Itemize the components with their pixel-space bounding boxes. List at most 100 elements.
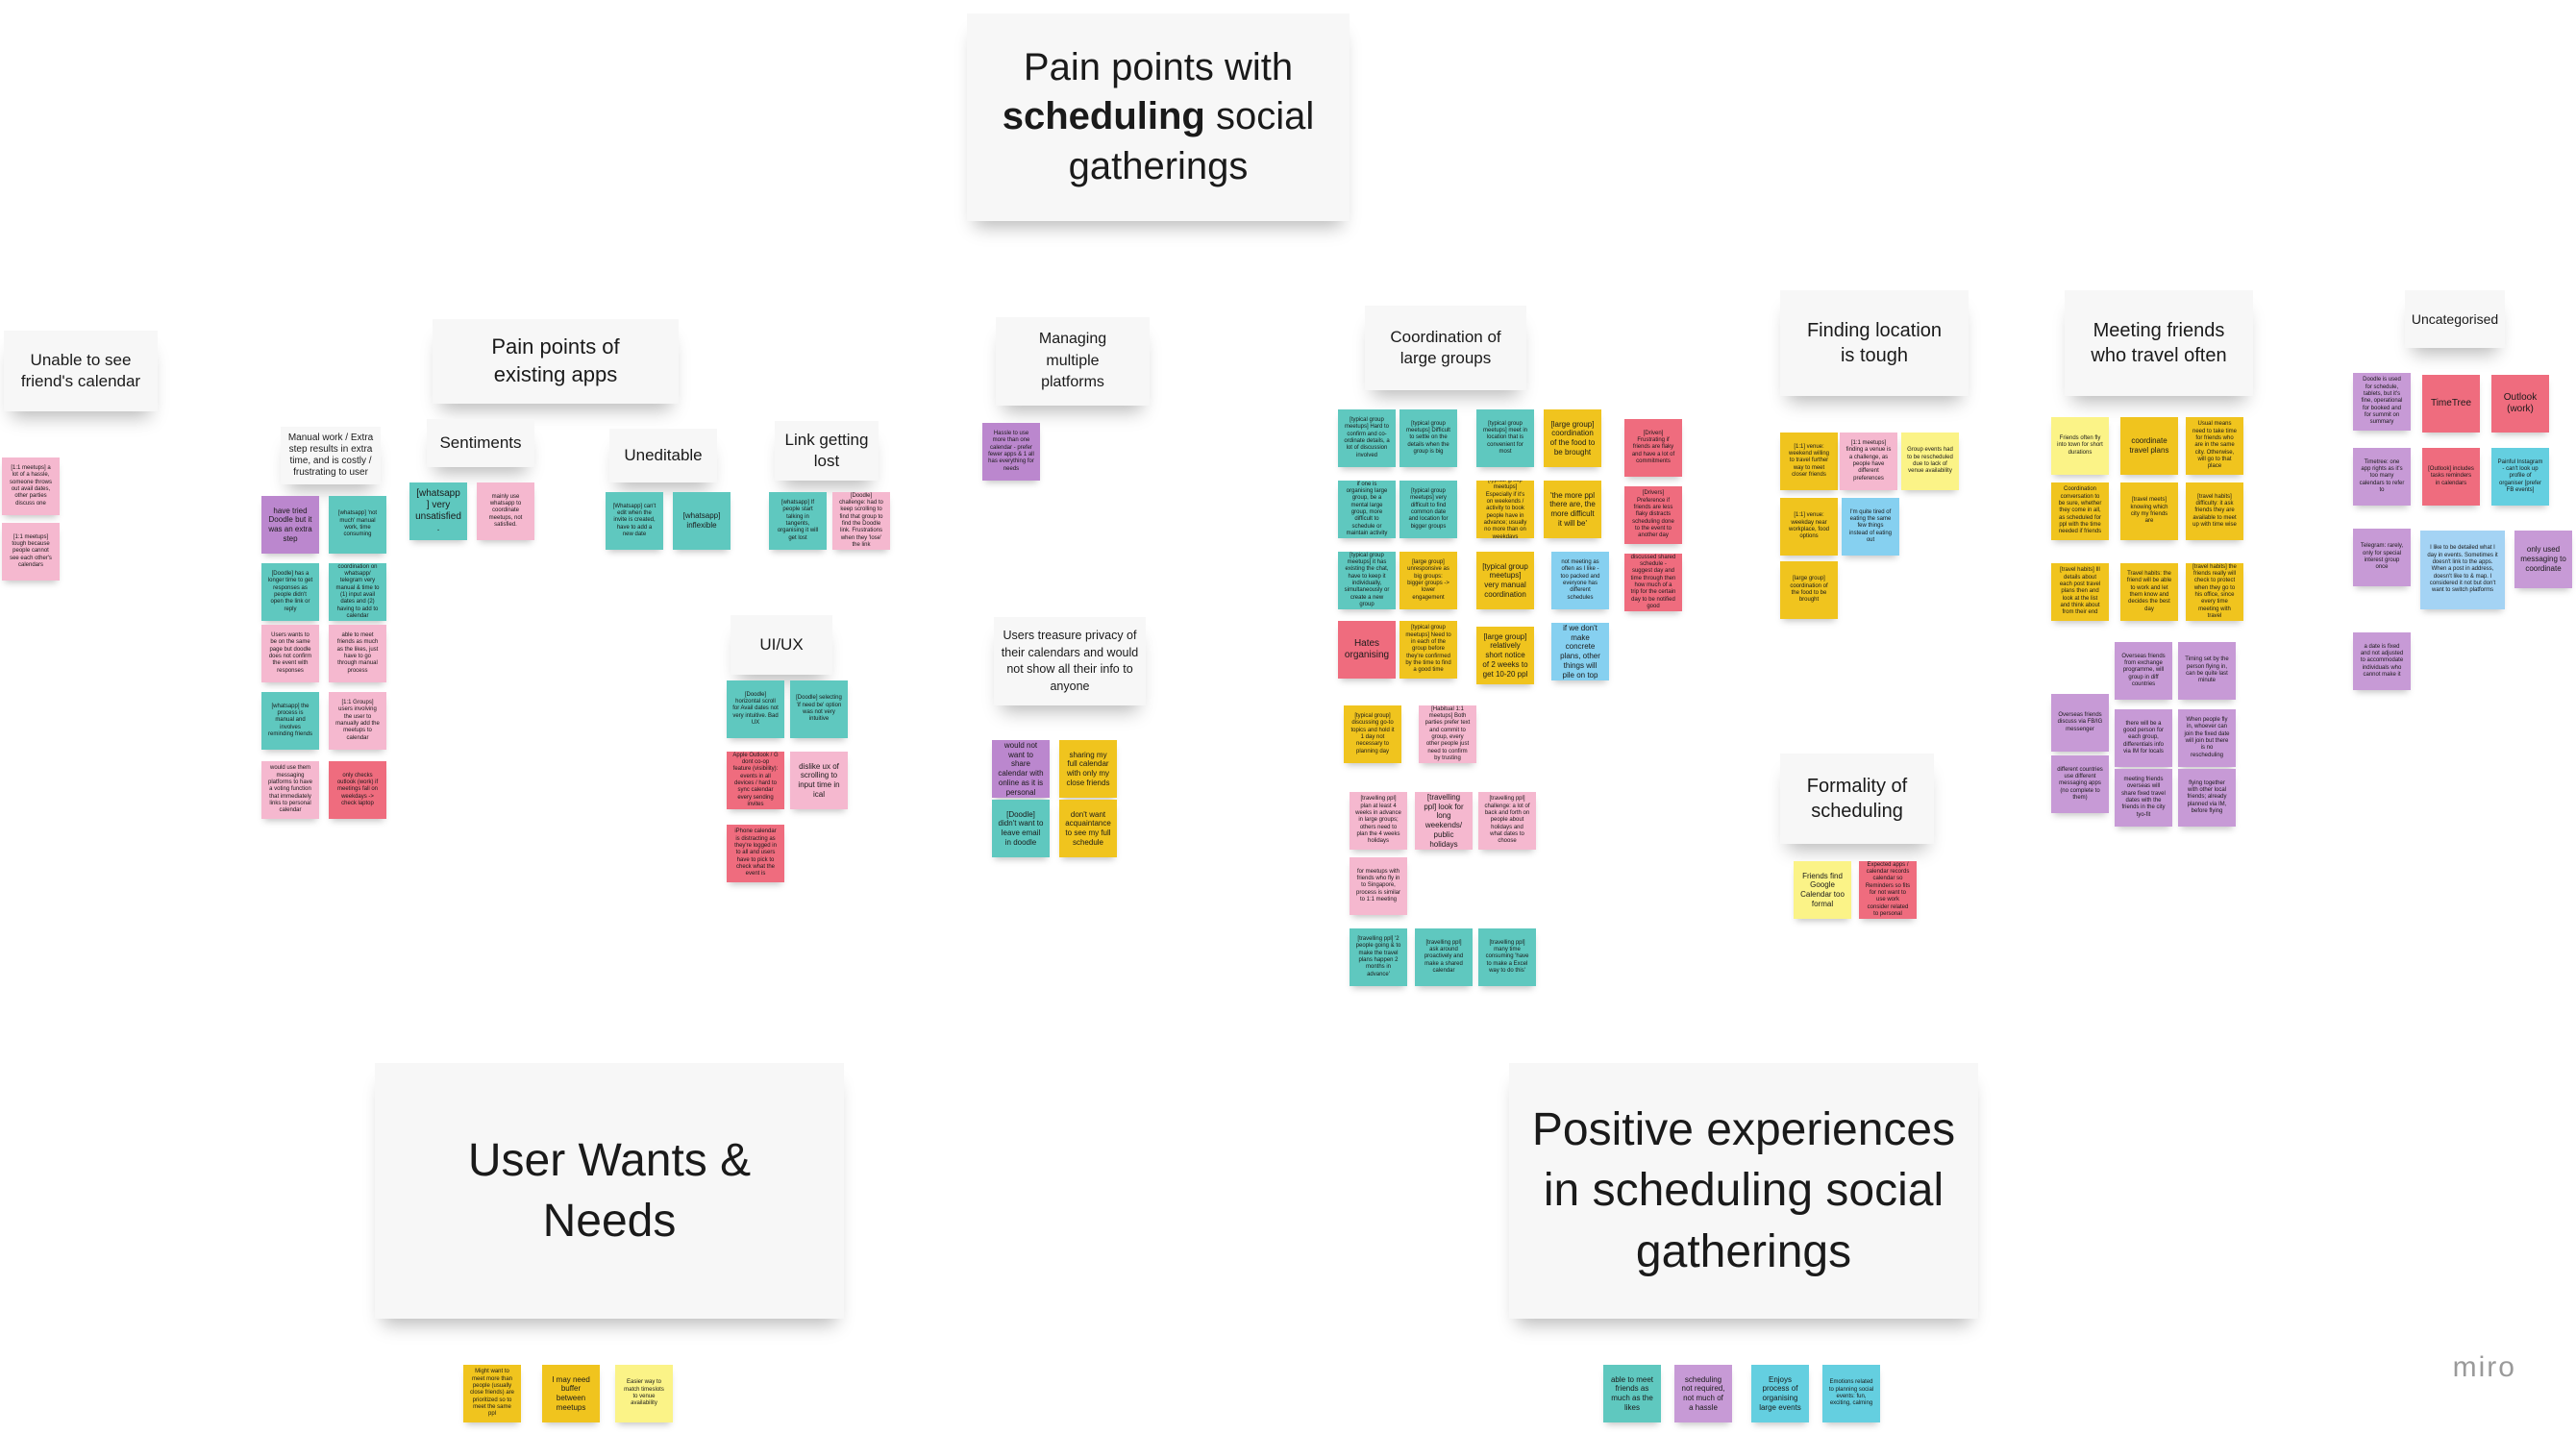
sticky-note[interactable]: [travelling ppl] look for long weekends/… [1415, 792, 1473, 850]
sticky-note[interactable]: Friends find Google Calendar too formal [1794, 861, 1851, 919]
header-travel-often[interactable]: Meeting friends who travel often [2065, 290, 2253, 396]
sticky-note[interactable]: [1:1] venue: weekday near workplace, foo… [1780, 498, 1838, 556]
sticky-note[interactable]: Travel habits: the friend will be able t… [2120, 563, 2178, 621]
sticky-note[interactable]: [travel habits] difficulty: it ask frien… [2186, 482, 2243, 540]
sticky-note[interactable]: if we don't make concrete plans, other t… [1551, 623, 1609, 680]
sticky-note[interactable]: [large group] coordination of the food t… [1780, 561, 1838, 619]
sticky-note[interactable]: TimeTree [2422, 375, 2480, 433]
main-title-card[interactable]: Pain points with scheduling social gathe… [967, 13, 1350, 221]
sticky-note[interactable]: [whatsapp] inflexible [673, 492, 731, 550]
sticky-note[interactable]: only used messaging to coordinate [2514, 531, 2572, 588]
sticky-note[interactable]: [Driven] Frustrating if friends are flak… [1624, 419, 1682, 477]
sticky-note[interactable]: [Doodle] horizontal scroll for Avail dat… [727, 680, 784, 738]
sticky-note[interactable]: I may need buffer between meetups [542, 1365, 600, 1422]
sticky-note[interactable]: [typical group] discussing go-to topics … [1344, 705, 1401, 763]
header-user-wants[interactable]: User Wants & Needs [375, 1063, 844, 1319]
sticky-note[interactable]: [large group] relatively short notice of… [1476, 627, 1534, 684]
sticky-note[interactable]: not meeting as often as I like - too pac… [1551, 552, 1609, 609]
header-sentiments[interactable]: Sentiments [427, 419, 534, 467]
sticky-note[interactable]: [Doodle] selecting 'if need be' option w… [790, 680, 848, 738]
header-privacy[interactable]: Users treasure privacy of their calendar… [994, 617, 1146, 705]
sticky-note[interactable]: for meetups with friends who fly in to S… [1350, 857, 1407, 915]
sticky-note[interactable]: [typical group meetups] Especially if it… [1476, 481, 1534, 538]
sticky-note[interactable]: dislike ux of scrolling to input time in… [790, 752, 848, 809]
sticky-note[interactable]: Usual means need to take time for friend… [2186, 417, 2243, 475]
sticky-note[interactable]: discussed shared schedule - suggest day … [1624, 554, 1682, 611]
sticky-note[interactable]: [travelling ppl] many time consuming 'ha… [1478, 928, 1536, 986]
sticky-note[interactable]: Timing set by the person flying in, can … [2178, 642, 2236, 700]
header-manual-work[interactable]: Manual work / Extra step results in extr… [281, 427, 381, 484]
sticky-note[interactable]: there will be a good person for each gro… [2115, 709, 2172, 767]
sticky-note[interactable]: don't want acquaintance to see my full s… [1059, 800, 1117, 857]
sticky-note[interactable]: Overseas friends from exchange programme… [2115, 642, 2172, 700]
header-existing-apps[interactable]: Pain points of existing apps [433, 319, 679, 404]
sticky-note[interactable]: [Whatsapp] can't edit when the invite is… [606, 492, 663, 550]
sticky-note[interactable]: Telegram: rarely, only for special inter… [2353, 529, 2411, 586]
sticky-note[interactable]: I like to be detailed what I day in even… [2420, 531, 2505, 609]
sticky-note[interactable]: [typical group meetups] it has existing … [1338, 552, 1396, 609]
sticky-note[interactable]: [1:1 meetups] tough because people canno… [2, 523, 60, 581]
sticky-note[interactable]: coordinate travel plans [2120, 417, 2178, 475]
sticky-note[interactable]: would use them messaging platforms to ha… [261, 761, 319, 819]
sticky-note[interactable]: able to meet friends as much as the like… [329, 625, 386, 682]
sticky-note[interactable]: [travel habits] Ill details about each p… [2051, 563, 2109, 621]
sticky-note[interactable]: [whatsapp] very unsatisfied. [409, 482, 467, 540]
sticky-note[interactable]: [whatsapp] the process is manual and inv… [261, 692, 319, 750]
sticky-note[interactable]: Expected apps / calendar records calenda… [1859, 861, 1917, 919]
sticky-note[interactable]: [travelling ppl] '2 people going & to ma… [1350, 928, 1407, 986]
sticky-note[interactable]: have tried Doodle but it was an extra st… [261, 496, 319, 554]
sticky-note[interactable]: Hates organising [1338, 621, 1396, 679]
header-friends-calendar[interactable]: Unable to see friend's calendar [4, 331, 158, 411]
sticky-note[interactable]: coordination on whatsapp/ telegram very … [329, 563, 386, 621]
sticky-note[interactable]: sharing my full calendar with only my cl… [1059, 740, 1117, 798]
sticky-note[interactable]: Painful Instagram - can't look up profil… [2491, 448, 2549, 506]
header-location[interactable]: Finding location is tough [1780, 290, 1969, 396]
sticky-note[interactable]: [Doodle] didn't want to leave email in d… [992, 800, 1050, 857]
sticky-note[interactable]: [whatsapp] If people start talking in ta… [769, 492, 827, 550]
sticky-note[interactable]: Group events had to be rescheduled due t… [1901, 433, 1959, 490]
sticky-note[interactable]: Coordination conversation to be sure, wh… [2051, 482, 2109, 540]
sticky-note[interactable]: Overseas friends discuss via FB/IG messe… [2051, 694, 2109, 752]
sticky-note[interactable]: Emotions related to planning social even… [1822, 1365, 1880, 1422]
sticky-note[interactable]: only checks outlook (work) if meetings f… [329, 761, 386, 819]
sticky-note[interactable]: meeting friends overseas will share fixe… [2115, 769, 2172, 827]
sticky-note[interactable]: Friends often fly into town for short du… [2051, 417, 2109, 475]
sticky-note[interactable]: different countries use different messag… [2051, 755, 2109, 813]
sticky-note[interactable]: Enjoys process of organising large event… [1751, 1365, 1809, 1422]
sticky-note[interactable]: [travelling ppl] plan at least 4 weeks i… [1350, 792, 1407, 850]
sticky-note[interactable]: [whatsapp] 'not much' manual work, time … [329, 496, 386, 554]
sticky-note[interactable]: Might want to meet more than people (usu… [463, 1365, 521, 1422]
sticky-note[interactable]: if one is organising large group, be a m… [1338, 481, 1396, 538]
sticky-note[interactable]: flying together with other local friends… [2178, 769, 2236, 827]
sticky-note[interactable]: scheduling not required, not much of a h… [1674, 1365, 1732, 1422]
sticky-note[interactable]: [1:1] venue: weekend willing to travel f… [1780, 433, 1838, 490]
sticky-note[interactable]: Hassle to use more than one calendar - p… [982, 423, 1040, 481]
sticky-note[interactable]: [Doodle] challenge: had to keep scrollin… [832, 492, 890, 550]
sticky-note[interactable]: [typical group meetups] Difficult to set… [1399, 409, 1457, 467]
sticky-note[interactable]: [1:1 meetups] finding a venue is a chall… [1840, 433, 1897, 490]
sticky-note[interactable]: [typical group meetups] Need to in each … [1399, 621, 1457, 679]
sticky-note[interactable]: [Doodle] has a longer time to get respon… [261, 563, 319, 621]
sticky-note[interactable]: [travel habits] the friends really will … [2186, 563, 2243, 621]
header-large-groups[interactable]: Coordination of large groups [1365, 306, 1526, 390]
header-multiple-platforms[interactable]: Managing multiple platforms [996, 317, 1150, 406]
sticky-note[interactable]: [typical group meetups] very manual coor… [1476, 552, 1534, 609]
sticky-note[interactable]: [large group] coordination of the food t… [1544, 409, 1601, 467]
sticky-note[interactable]: 'the more ppl there are, the more diffic… [1544, 481, 1601, 538]
sticky-note[interactable]: able to meet friends as much as the like… [1603, 1365, 1661, 1422]
sticky-note[interactable]: Easier way to match timeslots to venue a… [615, 1365, 673, 1422]
sticky-note[interactable]: Doodle is used for schedule, tablets, bu… [2353, 373, 2411, 431]
header-positive[interactable]: Positive experiences in scheduling socia… [1509, 1063, 1978, 1319]
header-formality[interactable]: Formality of scheduling [1780, 754, 1934, 844]
sticky-note[interactable]: [typical group meetups] Hard to confirm … [1338, 409, 1396, 467]
sticky-note[interactable]: [travel meets] knowing which city my fri… [2120, 482, 2178, 540]
header-uiux[interactable]: UI/UX [731, 615, 832, 675]
sticky-note[interactable]: [typical group meetups] very difficult t… [1399, 481, 1457, 538]
header-uncategorised[interactable]: Uncategorised [2405, 290, 2505, 348]
sticky-note[interactable]: mainly use whatsapp to coordinate meetup… [477, 482, 534, 540]
sticky-note[interactable]: Apple Outlook / G dont co-op feature (vi… [727, 752, 784, 809]
sticky-note[interactable]: a date is fixed and not adjusted to acco… [2353, 632, 2411, 690]
sticky-note[interactable]: Users wants to be on the same page but d… [261, 625, 319, 682]
sticky-note[interactable]: [Drivers] Preference if friends are less… [1624, 486, 1682, 544]
sticky-note[interactable]: would not want to share calendar with on… [992, 740, 1050, 798]
